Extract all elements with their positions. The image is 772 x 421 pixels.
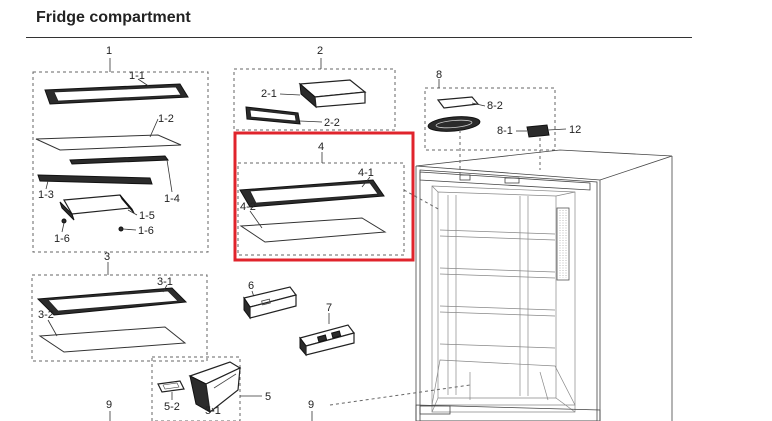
group-1-box <box>32 71 209 253</box>
label-1-2: 1-2 <box>158 113 174 125</box>
label-2-1: 2-1 <box>261 88 277 100</box>
callout-labels: 1 1-1 1-2 1-3 1-4 1-5 1-6 1-6 2 2-1 2-2 … <box>38 45 581 417</box>
group-1 <box>32 58 209 253</box>
label-1-6-left: 1-6 <box>54 233 70 245</box>
part-1-5-frame[interactable] <box>63 194 132 215</box>
part-8-2-light-cover[interactable] <box>436 96 480 109</box>
group-2-box <box>233 68 396 131</box>
label-3: 3 <box>104 251 110 263</box>
part-8-1-switch[interactable] <box>526 124 550 138</box>
label-2-2: 2-2 <box>324 117 340 129</box>
label-5-1: 5-1 <box>205 405 221 417</box>
group-3-box <box>31 274 208 362</box>
group-7 <box>298 313 356 357</box>
page-title: Fridge compartment <box>36 9 191 26</box>
part-1-6-screw-left[interactable] <box>61 218 67 224</box>
label-7: 7 <box>326 302 332 314</box>
label-1-6-right: 1-6 <box>138 225 154 237</box>
part-1-6-screw-right[interactable] <box>118 226 124 232</box>
label-4-1: 4-1 <box>358 167 374 179</box>
highlight-frame <box>233 131 415 262</box>
group-6 <box>243 286 298 320</box>
part-3-2-glass[interactable] <box>38 326 187 353</box>
part-4-2-glass[interactable] <box>239 217 387 243</box>
group-4-box <box>237 162 405 256</box>
part-1-2-glass[interactable] <box>35 134 182 151</box>
label-1-3: 1-3 <box>38 189 54 201</box>
label-12: 12 <box>569 124 581 136</box>
part-5-2-tag[interactable] <box>157 380 185 393</box>
group-8 <box>424 79 567 151</box>
label-3-2: 3-2 <box>38 309 54 321</box>
group-2 <box>233 58 396 131</box>
part-1-3-front-rail[interactable] <box>37 174 153 185</box>
part-1-4-rear-rail[interactable] <box>69 155 169 165</box>
label-9-left: 9 <box>106 399 112 411</box>
group-5 <box>151 356 262 421</box>
group-5-box <box>151 356 241 421</box>
cabinet-top <box>415 149 673 181</box>
label-4: 4 <box>318 141 324 153</box>
label-1: 1 <box>106 45 112 57</box>
label-5: 5 <box>265 391 271 403</box>
label-9-right: 9 <box>308 399 314 411</box>
group-3 <box>31 262 208 362</box>
group-4 <box>233 131 415 262</box>
label-5-2: 5-2 <box>164 401 180 413</box>
fridge-cabinet <box>415 149 673 421</box>
label-8-2: 8-2 <box>487 100 503 112</box>
label-2: 2 <box>317 45 323 57</box>
part-8-light-housing[interactable] <box>427 115 481 133</box>
label-3-1: 3-1 <box>157 276 173 288</box>
label-1-4: 1-4 <box>164 193 180 205</box>
label-4-2: 4-2 <box>240 201 256 213</box>
label-8: 8 <box>436 69 442 81</box>
label-1-1: 1-1 <box>129 70 145 82</box>
label-6: 6 <box>248 280 254 292</box>
label-8-1: 8-1 <box>497 125 513 137</box>
title-rule <box>26 37 692 38</box>
label-1-5: 1-5 <box>139 210 155 222</box>
